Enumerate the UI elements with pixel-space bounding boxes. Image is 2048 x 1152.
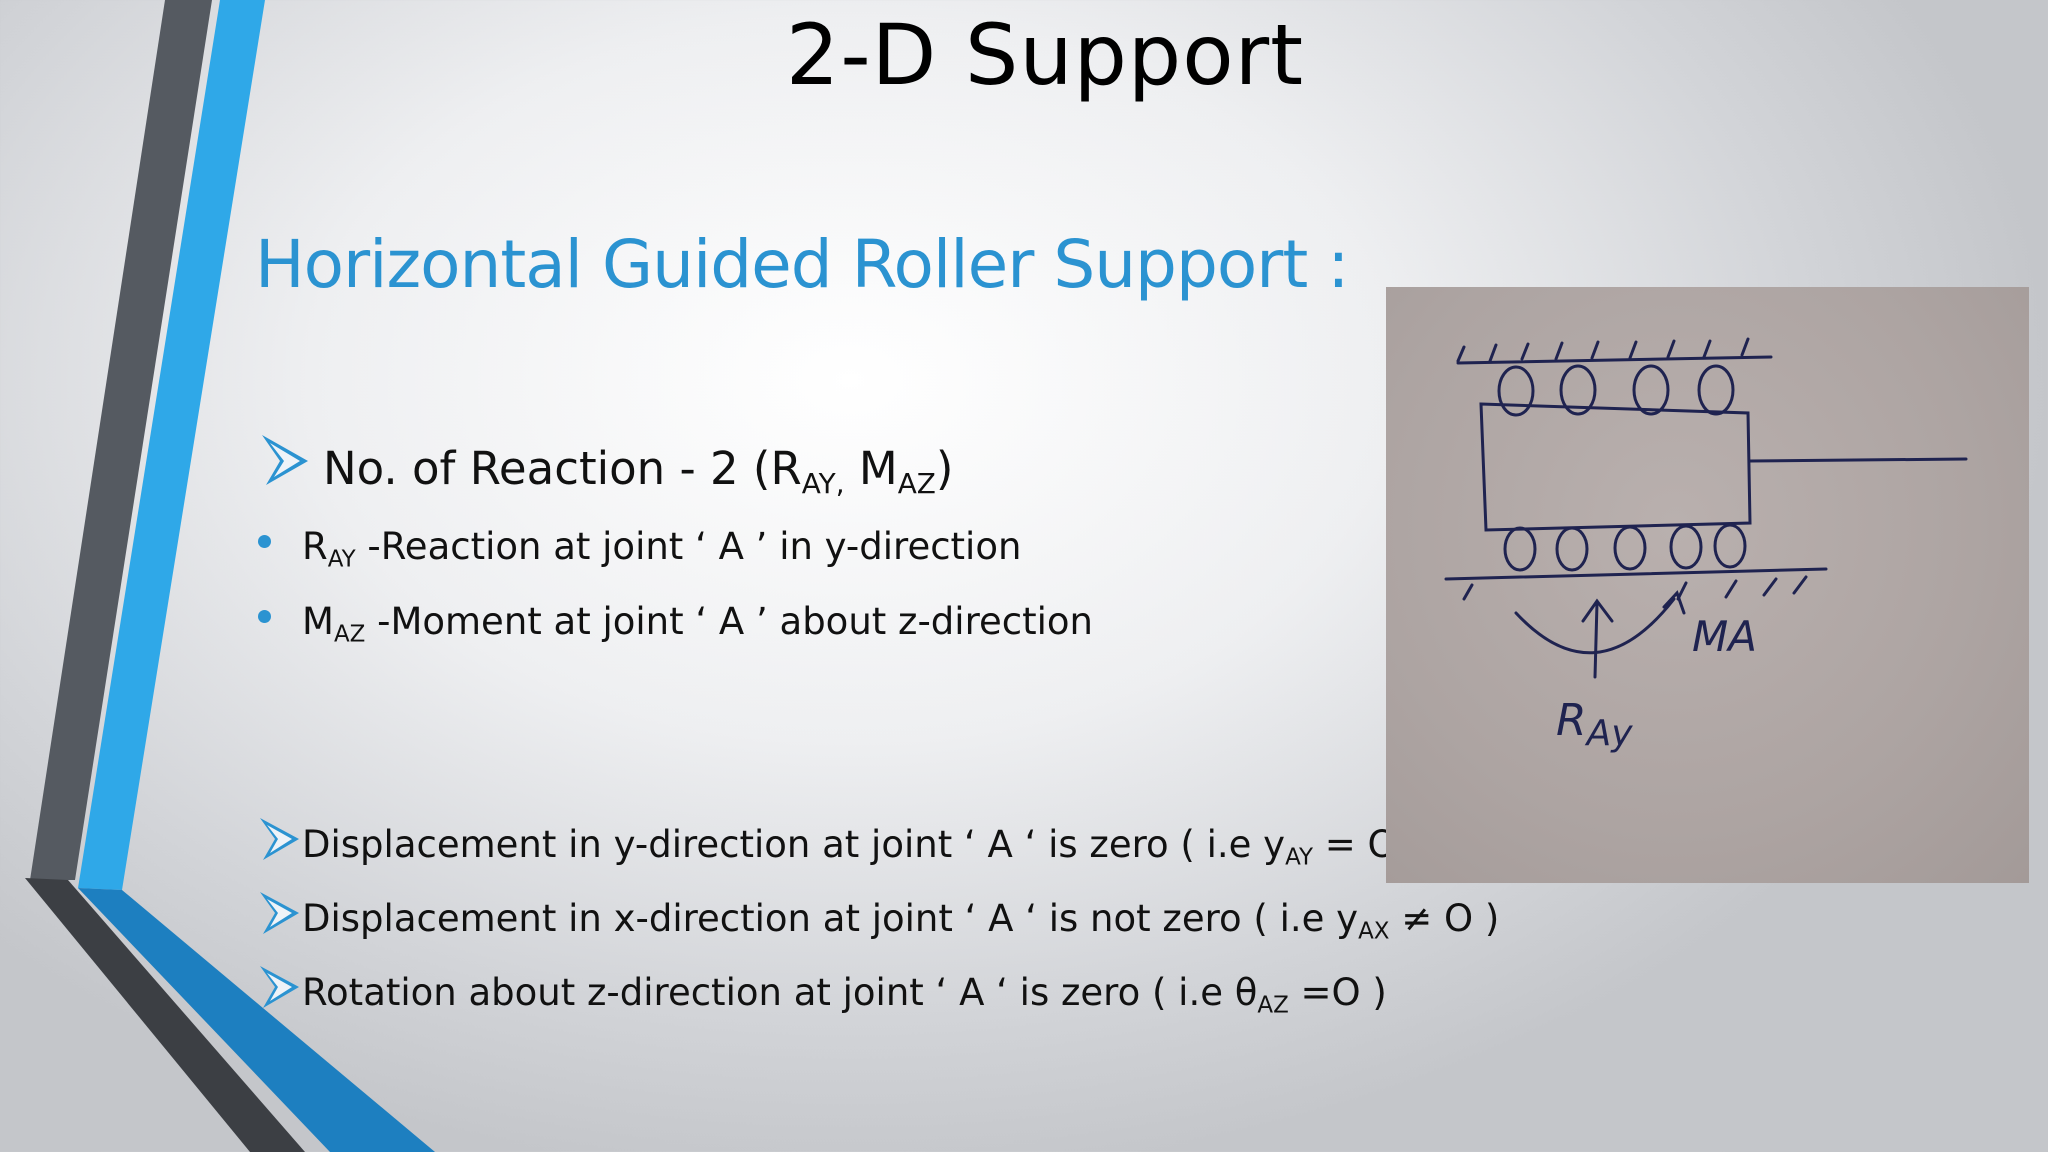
reaction-count-line: No. of Reaction - 2 (RAY, MAZ) (323, 442, 954, 500)
support-sketch-photo: MA RAy (1386, 287, 2029, 883)
bullet-moment-maz: MAZ -Moment at joint ‘ A ’ about z-direc… (302, 600, 1093, 648)
slide-title: 2-D Support (785, 6, 1305, 104)
bullet-reaction-ray: RAY -Reaction at joint ‘ A ’ in y-direct… (302, 525, 1022, 573)
roller-support-sketch: MA RAy (1444, 337, 1968, 754)
condition-x-displacement: Displacement in x-direction at joint ‘ A… (302, 897, 1500, 945)
reaction-label: RAy (1556, 695, 1633, 754)
slide-subtitle: Horizontal Guided Roller Support : (255, 226, 1349, 303)
dot-bullet-icon (258, 610, 271, 623)
moment-label: MA (1692, 612, 1757, 661)
arrow-bullet-icon (262, 435, 308, 485)
condition-z-rotation: Rotation about z-direction at joint ‘ A … (302, 971, 1387, 1019)
dot-bullet-icon (258, 535, 271, 548)
arrow-bullet-icon (260, 892, 299, 934)
condition-y-displacement: Displacement in y-direction at joint ‘ A… (302, 823, 1423, 871)
arrow-bullet-icon (260, 818, 299, 860)
arrow-bullet-icon (260, 966, 299, 1008)
